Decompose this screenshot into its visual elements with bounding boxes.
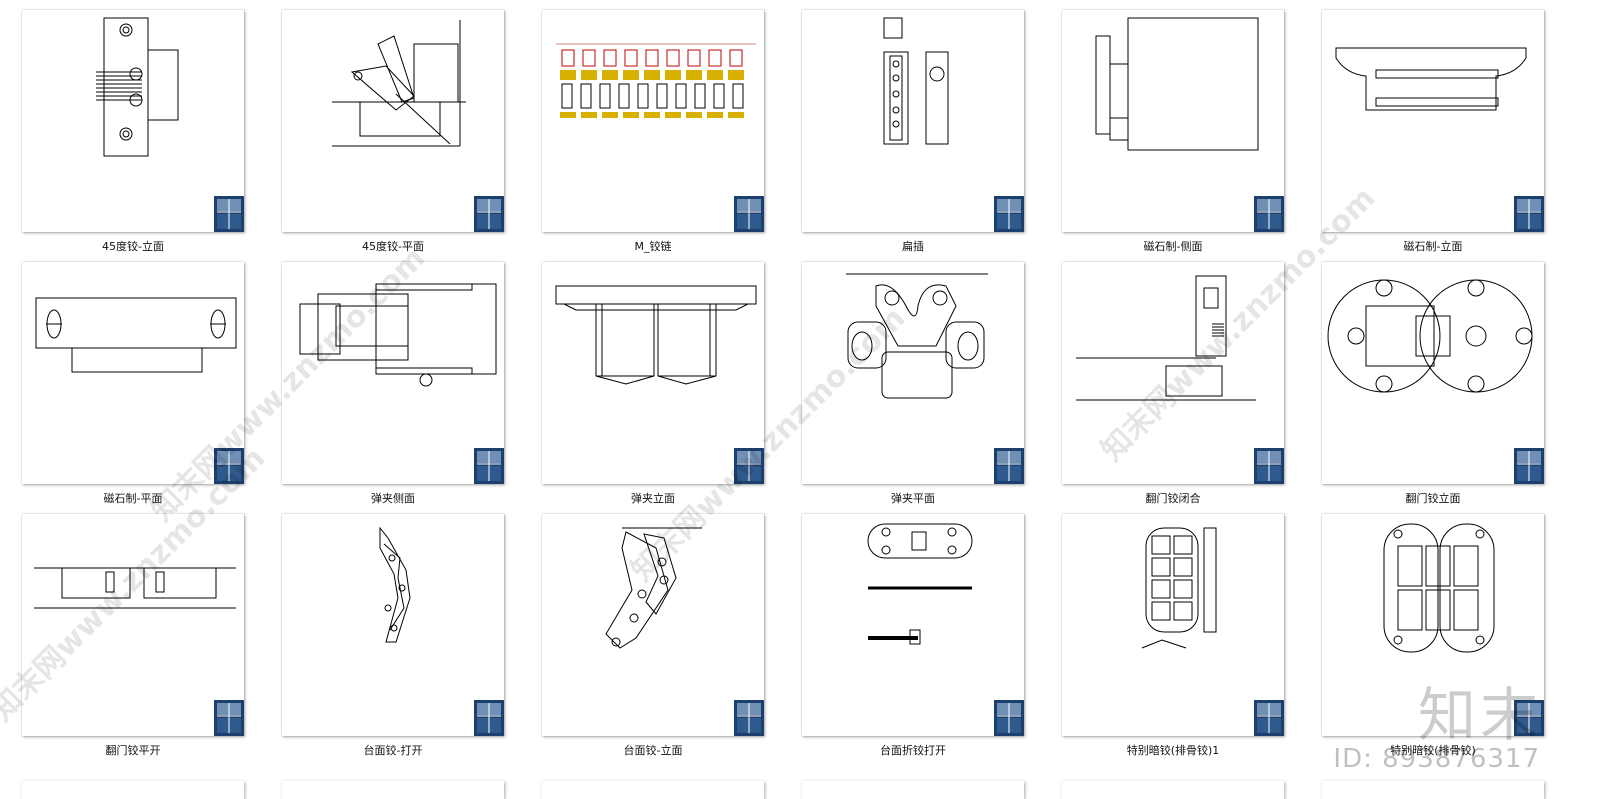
sheet-drawing (556, 43, 756, 118)
file-caption[interactable]: 翻门铰立面 (1405, 492, 1461, 505)
thumbnail-preview[interactable] (22, 514, 244, 736)
concealed-hinge-2-drawing (1383, 523, 1495, 653)
file-caption[interactable]: 台面折铰打开 (880, 744, 946, 757)
file-caption[interactable]: 磁石制-立面 (1403, 240, 1463, 253)
file-caption[interactable]: 扁插 (902, 240, 924, 253)
file-caption[interactable]: 特别暗铰(排骨铰) (1390, 744, 1476, 757)
thumbnail-preview[interactable] (282, 10, 504, 232)
cad-file-icon (214, 700, 244, 736)
thumbnail-preview[interactable] (22, 10, 244, 232)
thumbnail-preview[interactable] (1322, 10, 1544, 232)
file-caption[interactable]: 弹夹侧面 (371, 492, 415, 505)
cad-file-icon (474, 700, 504, 736)
thumbnail-preview[interactable] (282, 262, 504, 484)
thumbnail-preview[interactable] (282, 514, 504, 736)
cad-file-icon (1514, 196, 1544, 232)
cad-file-icon (214, 448, 244, 484)
thumbnail-preview[interactable] (1322, 514, 1544, 736)
cad-file-icon (474, 196, 504, 232)
thumbnail-preview[interactable] (22, 262, 244, 484)
cad-file-icon (734, 700, 764, 736)
file-caption[interactable]: 特别暗铰(排骨铰)1 (1126, 744, 1220, 757)
file-caption[interactable]: 45度铰-立面 (102, 240, 164, 253)
image-id: ID: 893876317 (1333, 744, 1540, 774)
cad-file-icon (474, 448, 504, 484)
partial-thumbnail[interactable] (282, 781, 504, 799)
cad-file-icon (1254, 448, 1284, 484)
partial-thumbnail[interactable] (22, 781, 244, 799)
clip-plan-drawing (846, 273, 988, 399)
file-caption[interactable]: 翻门铰闭合 (1145, 492, 1201, 505)
file-caption[interactable]: M_铰链 (634, 240, 672, 253)
flap-hinge-closed-drawing (1076, 275, 1256, 401)
cad-file-icon (1254, 700, 1284, 736)
file-caption[interactable]: 台面铰-打开 (363, 744, 423, 757)
file-caption[interactable]: 磁石制-平面 (103, 492, 163, 505)
file-caption[interactable]: 台面铰-立面 (623, 744, 683, 757)
thumbnail-preview[interactable] (1062, 10, 1284, 232)
cad-file-icon (1514, 448, 1544, 484)
magnet-side-drawing (1095, 17, 1259, 151)
file-caption[interactable]: 45度铰-平面 (362, 240, 424, 253)
file-caption[interactable]: 弹夹平面 (891, 492, 935, 505)
cad-file-icon (214, 196, 244, 232)
brand-logo: 知末 (1417, 681, 1542, 749)
cad-file-icon (734, 196, 764, 232)
partial-thumbnail[interactable] (1322, 781, 1544, 799)
cad-file-icon (1254, 196, 1284, 232)
flap-hinge-elevation-drawing (1327, 279, 1533, 393)
thumbnail-preview[interactable] (802, 10, 1024, 232)
clip-elevation-drawing (555, 285, 757, 385)
hinge-plan-drawing (332, 20, 466, 147)
thumbnail-preview[interactable] (542, 10, 764, 232)
cad-file-icon (734, 448, 764, 484)
cad-file-icon (994, 196, 1024, 232)
hinge-elevation-drawing (96, 17, 179, 157)
table-hinge-open-drawing (379, 526, 411, 643)
partial-thumbnail[interactable] (542, 781, 764, 799)
thumbnail-preview[interactable] (1062, 514, 1284, 736)
partial-thumbnail[interactable] (802, 781, 1024, 799)
thumbnail-preview[interactable] (1322, 262, 1544, 484)
concealed-hinge-drawing (1141, 527, 1217, 649)
partial-thumbnail[interactable] (1062, 781, 1284, 799)
cad-file-icon (1514, 700, 1544, 736)
table-hinge-elevation-drawing (605, 527, 702, 649)
thumbnail-preview[interactable] (802, 262, 1024, 484)
thumbnail-preview[interactable] (802, 514, 1024, 736)
file-caption[interactable]: 弹夹立面 (631, 492, 675, 505)
file-caption[interactable]: 磁石制-侧面 (1143, 240, 1203, 253)
magnet-elevation-drawing (1335, 47, 1527, 111)
table-fold-hinge-drawing (867, 523, 973, 645)
cad-file-icon (994, 448, 1024, 484)
magnet-plan-drawing (35, 297, 237, 373)
thumbnail-preview[interactable] (1062, 262, 1284, 484)
clip-side-drawing (299, 283, 497, 387)
thumbnail-preview[interactable] (542, 514, 764, 736)
cad-file-icon (994, 700, 1024, 736)
flap-hinge-open-drawing (34, 567, 236, 609)
thumbnail-preview[interactable] (542, 262, 764, 484)
flat-bolt-drawing (883, 17, 949, 145)
file-caption[interactable]: 翻门铰平开 (105, 744, 161, 757)
